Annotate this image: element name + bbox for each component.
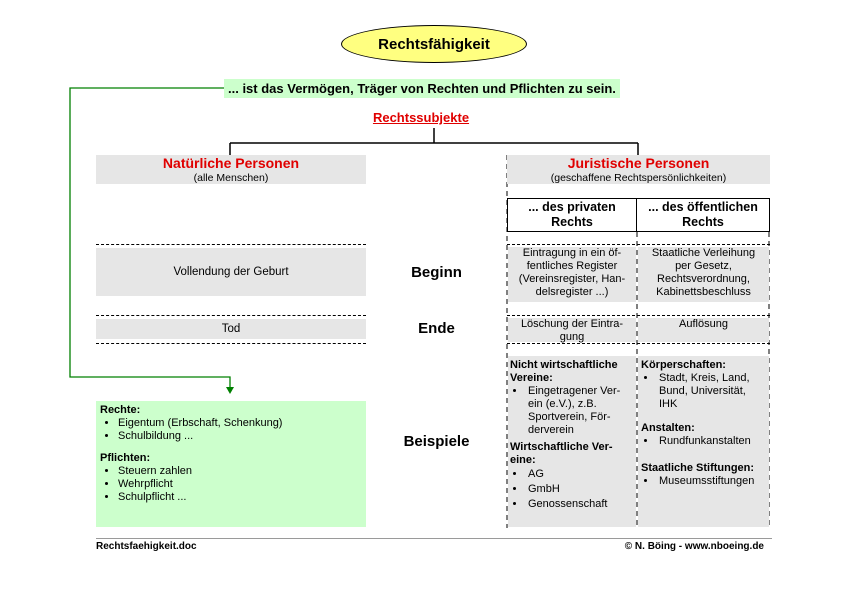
private-group1-title: Nicht wirtschaftliche Vereine: [510,359,618,384]
private-beginn-cell: Eintragung in ein öf-fentliches Register… [508,247,636,302]
natural-persons-title: Natürliche Personen [162,155,300,171]
natural-ende-cell: Tod [96,319,366,339]
dash-ende-bottom-left [96,343,366,344]
private-group1-list: Eingetragener Ver-ein (e.V.), z.B. Sport… [510,385,634,437]
dash-ende-top-left [96,315,366,316]
definition-text: ... ist das Vermögen, Träger von Rechten… [224,79,620,98]
private-examples-box: Nicht wirtschaftliche Vereine: Eingetrag… [508,356,636,527]
public-group3-title: Staatliche Stiftungen: [641,462,755,474]
public-group3-list: Museumsstiftungen [641,475,766,488]
list-item: AG [526,467,634,482]
list-item: Museumsstiftungen [657,475,766,488]
row-label-beispiele: Beispiele [403,433,470,450]
dash-ende-top-right [507,315,770,316]
list-item: Rundfunkanstalten [657,435,766,448]
private-law-header: ... des privaten Rechts [507,198,637,232]
footer-copyright: © N. Böing - www.nboeing.de [624,541,764,552]
list-item: Eigentum (Erbschaft, Schenkung) [118,417,362,430]
public-beginn-cell: Staatliche Verleihung per Gesetz, Rechts… [638,247,769,302]
duties-list: Steuern zahlen Wehrpflicht Schulpflicht … [100,465,362,504]
dash-ende-bottom-right [507,343,770,344]
private-ende-cell: Löschung der Eintra-gung [508,318,636,343]
list-item: Stadt, Kreis, Land, Bund, Universität, I… [657,372,766,411]
row-label-beginn: Beginn [411,264,462,281]
list-item: Schulpflicht ... [118,491,362,504]
list-item: Genossenschaft [526,497,634,512]
public-group1-list: Stadt, Kreis, Land, Bund, Universität, I… [641,372,766,411]
dash-beginn-top-right [507,244,770,245]
list-item: GmbH [526,482,634,497]
natural-examples-box: Rechte: Eigentum (Erbschaft, Schenkung) … [96,401,366,527]
public-ende-cell: Auflösung [638,318,769,342]
dash-beginn-top-left [96,244,366,245]
natural-persons-header: Natürliche Personen (alle Menschen) [96,155,366,184]
public-law-header: ... des öffentlichen Rechts [636,198,770,232]
list-item: Schulbildung ... [118,430,362,443]
juristic-persons-title: Juristische Personen [567,155,710,171]
green-connector [69,87,231,388]
public-group1-title: Körperschaften: [641,359,726,371]
page-title: Rechtsfähigkeit [341,25,527,63]
footer-filename: Rechtsfaehigkeit.doc [96,541,197,552]
subjects-label: Rechtssubjekte [372,110,470,125]
green-arrowhead [226,387,234,394]
public-examples-box: Körperschaften: Stadt, Kreis, Land, Bund… [638,356,769,527]
private-group2-title: Wirtschaftliche Ver-eine: [510,441,613,466]
natural-beginn-cell: Vollendung der Geburt [96,248,366,296]
juristic-persons-subtitle: (geschaffene Rechtspersönlichkeiten) [550,172,727,184]
list-item: Wehrpflicht [118,478,362,491]
natural-persons-subtitle: (alle Menschen) [193,172,269,184]
public-group2-title: Anstalten: [641,422,695,434]
juristic-persons-header: Juristische Personen (geschaffene Rechts… [507,155,770,184]
private-group2-list: AG GmbH Genossenschaft [510,467,634,512]
rights-list: Eigentum (Erbschaft, Schenkung) Schulbil… [100,417,362,443]
public-group2-list: Rundfunkanstalten [641,435,766,448]
row-label-ende: Ende [418,320,455,337]
list-item: Eingetragener Ver-ein (e.V.), z.B. Sport… [526,385,634,437]
duties-title: Pflichten: [100,452,151,464]
rights-title: Rechte: [100,404,141,416]
list-item: Steuern zahlen [118,465,362,478]
footer-divider [96,538,772,539]
